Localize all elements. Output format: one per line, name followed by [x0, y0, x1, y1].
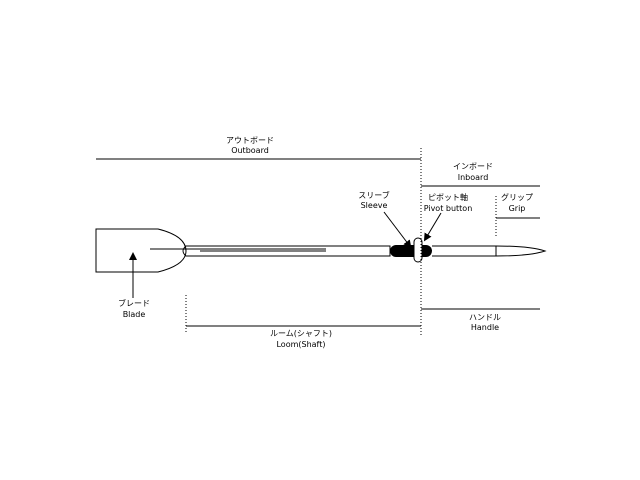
handle-shape: [432, 245, 547, 257]
pivot-arrow: [423, 212, 442, 242]
outboard-label-en: Outboard: [231, 146, 269, 155]
grip-label-en: Grip: [509, 204, 526, 213]
pivot-label-ja: ピボット軸: [428, 192, 468, 202]
handle-label-ja: ハンドル: [469, 313, 501, 322]
blade-label-en: Blade: [123, 310, 146, 319]
inboard-label-ja: インボード: [453, 162, 493, 171]
blade-shape: [95, 228, 187, 273]
handle-label-en: Handle: [471, 323, 499, 332]
outboard-label-ja: アウトボード: [226, 136, 274, 145]
pivot-label-en: Pivot button: [424, 204, 473, 213]
sleeve-label-en: Sleeve: [361, 201, 388, 210]
grip-label-ja: グリップ: [501, 192, 533, 202]
loom-label-ja: ルーム(シャフト): [270, 329, 332, 338]
sleeve-label-ja: スリーブ: [358, 190, 390, 200]
sleeve-shape: [390, 245, 432, 257]
loom-label-en: Loom(Shaft): [276, 340, 325, 349]
inboard-label-en: Inboard: [458, 173, 489, 182]
blade-label-ja: ブレード: [118, 298, 150, 308]
sleeve-arrow: [383, 211, 412, 249]
pivot-button-shape: [413, 237, 423, 263]
loom-shaft: [182, 245, 391, 257]
